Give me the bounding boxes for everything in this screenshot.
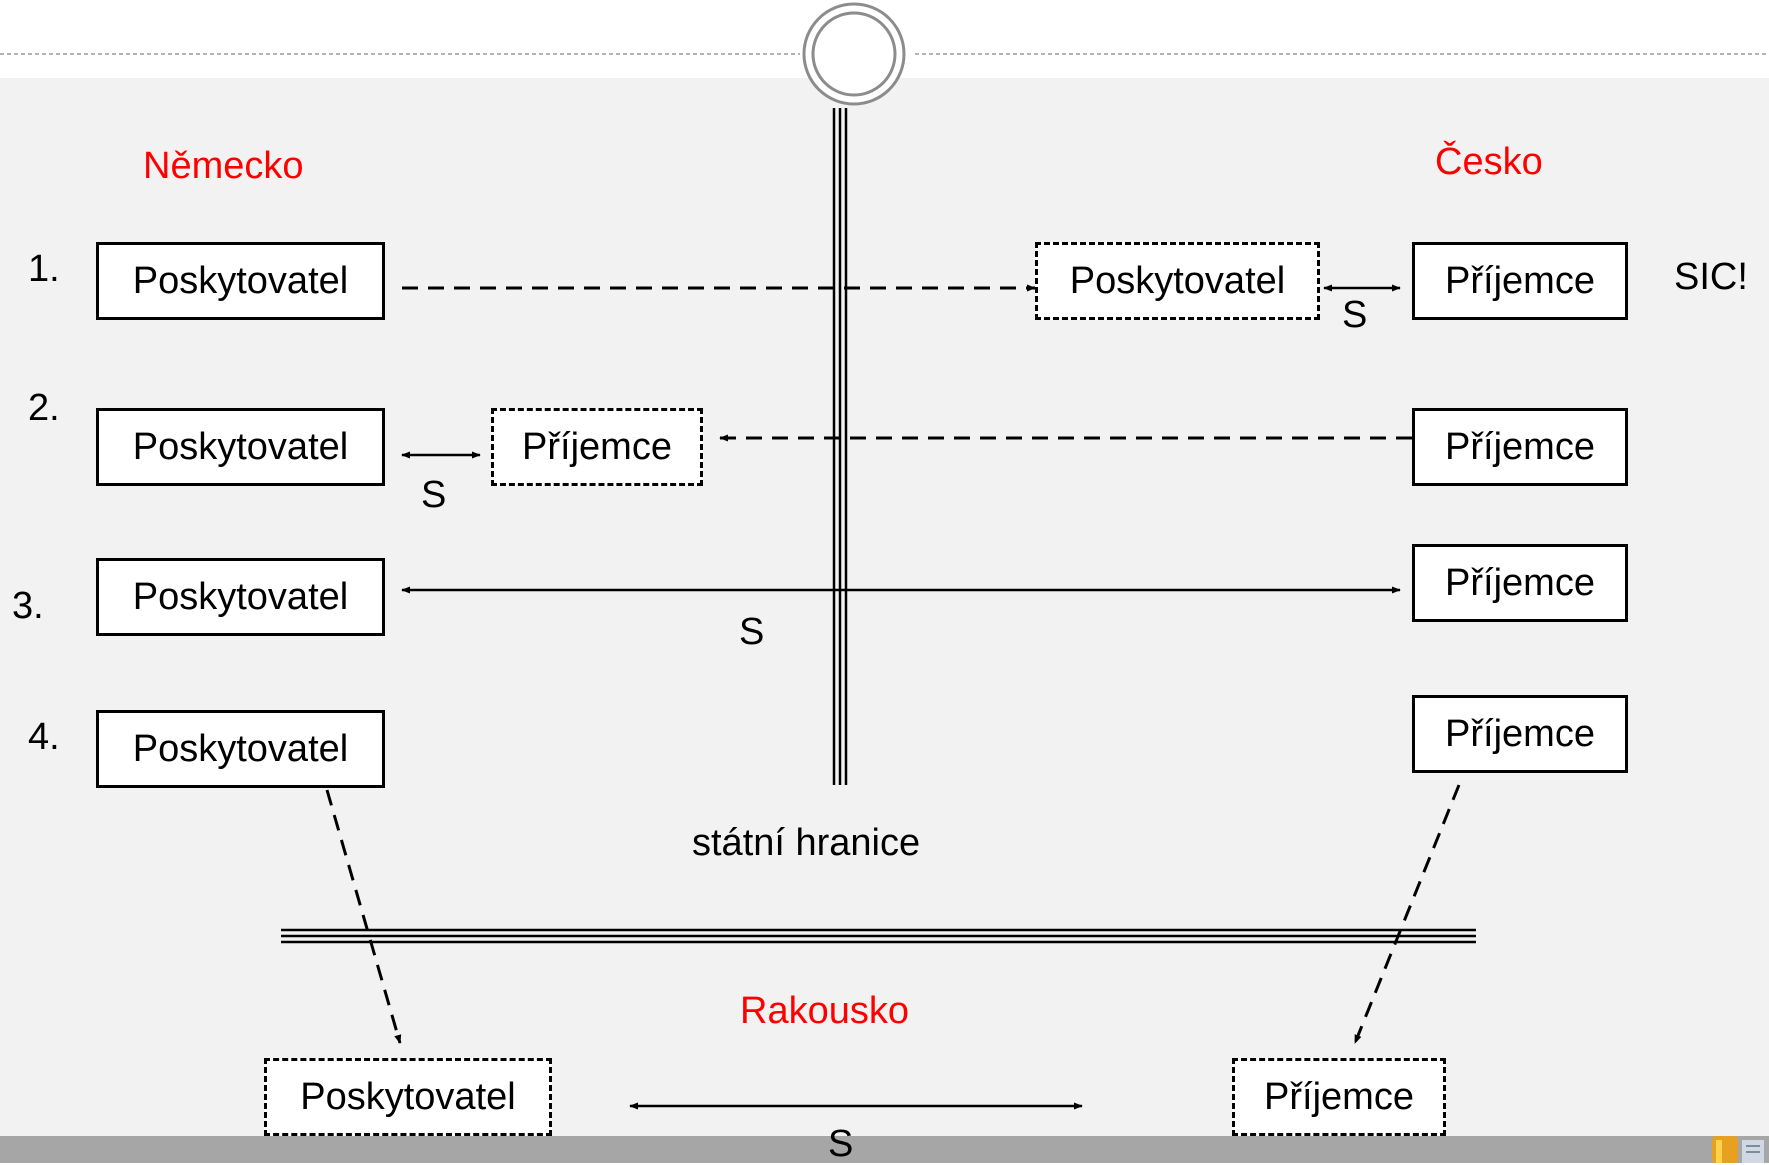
row4-provider-move-arrow	[325, 789, 402, 1044]
row2-recipient-moved-box: Příjemce	[491, 408, 703, 486]
row4-recipient-box: Příjemce	[1412, 695, 1628, 773]
row2-recipient-box: Příjemce	[1412, 408, 1628, 486]
row1-recipient-box: Příjemce	[1412, 242, 1628, 320]
row-number-1: 1.	[28, 248, 60, 290]
state-border-horizontal	[281, 928, 1476, 944]
state-border-vertical	[832, 108, 848, 785]
row4-recipient-move-arrow	[1353, 784, 1461, 1044]
row4-provider-moved-box: Poskytovatel	[264, 1058, 552, 1136]
row1-provider-box: Poskytovatel	[96, 242, 385, 320]
row-number-2: 2.	[28, 387, 60, 429]
row2-service-label: S	[421, 474, 447, 516]
row3-recipient-box: Příjemce	[1412, 544, 1628, 622]
country-label-czechia: Česko	[1435, 141, 1543, 183]
row3-provider-box: Poskytovatel	[96, 558, 385, 636]
sic-note: SIC!	[1674, 256, 1748, 298]
row4-recipient-moved-box: Příjemce	[1232, 1058, 1446, 1136]
bottom-bar	[0, 1136, 1769, 1163]
logo-icon	[1712, 1136, 1764, 1163]
row1-provider-moved-box: Poskytovatel	[1035, 242, 1320, 320]
row-number-3: 3.	[12, 585, 44, 627]
header-circle-inner	[811, 11, 897, 97]
country-label-austria: Rakousko	[740, 990, 909, 1032]
row4-service-label: S	[828, 1123, 854, 1165]
row-number-4: 4.	[28, 716, 60, 758]
row3-service-label: S	[739, 611, 765, 653]
state-border-label: státní hranice	[692, 822, 921, 864]
row1-service-label: S	[1342, 294, 1368, 336]
country-label-germany: Německo	[143, 145, 304, 187]
row4-provider-box: Poskytovatel	[96, 710, 385, 788]
row2-provider-box: Poskytovatel	[96, 408, 385, 486]
